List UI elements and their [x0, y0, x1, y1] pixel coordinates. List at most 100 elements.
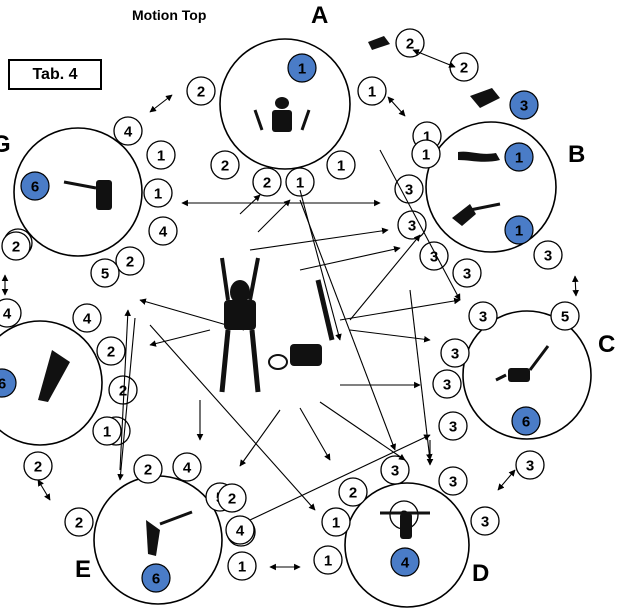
badge-extra-top-right: 3	[509, 90, 539, 120]
transition-arrow	[299, 407, 331, 461]
number-circle: 4	[72, 303, 102, 333]
badge-b-2-text: 1	[515, 223, 523, 240]
number-circle-text: 3	[479, 309, 487, 326]
number-circle-text: 1	[157, 148, 165, 165]
number-circle: 1	[92, 416, 122, 446]
number-circle: 3	[380, 455, 410, 485]
number-circle-text: 3	[405, 182, 413, 199]
badge-g: 6	[20, 171, 50, 201]
transition-arrow	[257, 199, 291, 233]
number-circle-text: 1	[238, 559, 246, 576]
badge-e: 6	[141, 563, 171, 593]
number-circle: 1	[357, 76, 387, 106]
number-circle: 2	[210, 150, 240, 180]
number-circle: 1	[313, 545, 343, 575]
figure-station-c	[495, 345, 550, 382]
station-circle-d	[344, 482, 470, 608]
badge-d: 4	[390, 547, 420, 577]
number-circle: 2	[252, 167, 282, 197]
number-circle: 2	[133, 454, 163, 484]
badge-a-text: 1	[298, 61, 306, 78]
transition-arrow	[339, 297, 461, 321]
diagram-title: Motion Top	[132, 7, 206, 23]
number-circle-text: 2	[119, 383, 127, 400]
number-circle: 2	[338, 477, 368, 507]
figure-center-standing	[219, 257, 261, 393]
number-circle: 2	[108, 375, 138, 405]
number-circle-text: 4	[83, 311, 92, 328]
number-circle-text: 4	[236, 523, 245, 540]
number-circle-text: 3	[449, 474, 457, 491]
transition-arrow	[412, 49, 456, 68]
number-circle: 3	[432, 369, 462, 399]
station-label-c: C	[598, 331, 615, 358]
number-circle: 4	[0, 298, 22, 328]
figure-station-a	[253, 97, 311, 132]
transition-arrow	[117, 317, 136, 481]
station-label-e: E	[75, 556, 91, 583]
transition-arrow	[572, 275, 579, 297]
transition-arrow	[299, 246, 401, 271]
station-label-g: G	[0, 131, 11, 158]
transition-arrow	[249, 434, 431, 521]
number-circle-text: 3	[481, 514, 489, 531]
number-circle-text: 2	[406, 36, 414, 53]
station-circle-b	[425, 121, 557, 253]
number-circle: 3	[419, 241, 449, 271]
transition-arrow	[387, 96, 406, 117]
figure-center-inverted	[268, 279, 335, 370]
number-circle: 4	[225, 515, 255, 545]
figure-station-e	[146, 510, 193, 556]
station-circle-c	[462, 310, 592, 440]
transition-arrow	[119, 309, 131, 471]
figure-station-d	[380, 511, 430, 539]
station-circle-f	[0, 320, 103, 446]
badge-a: 1	[287, 53, 317, 83]
number-circle-text: 1	[337, 158, 345, 175]
transition-arrow	[349, 329, 431, 343]
figure-station-g	[63, 180, 112, 210]
number-circle: 3	[515, 450, 545, 480]
number-circle-text: 2	[34, 459, 42, 476]
badge-f: 6	[0, 368, 17, 398]
number-circle-text: 1	[368, 84, 376, 101]
number-circle: 3	[438, 466, 468, 496]
badge-g-text: 6	[31, 179, 39, 196]
number-circle-text: 2	[197, 84, 205, 101]
number-circle-text: 1	[324, 553, 332, 570]
number-circle-text: 2	[75, 515, 83, 532]
number-circle: 4	[148, 216, 178, 246]
number-circle: 3	[397, 210, 427, 240]
number-circle: 4	[113, 116, 143, 146]
badge-b-1: 1	[504, 142, 534, 172]
transition-arrow	[319, 401, 406, 461]
badge-d-text: 4	[401, 555, 410, 572]
number-circle: 2	[186, 76, 216, 106]
transition-arrow	[349, 234, 421, 321]
badge-b-2: 1	[504, 215, 534, 245]
number-circle-text: 2	[460, 60, 468, 77]
number-circle-text: 2	[221, 158, 229, 175]
number-circle-text: 1	[103, 424, 111, 441]
transition-arrow	[239, 409, 281, 467]
transition-arrow	[149, 324, 316, 511]
transition-arrow	[37, 479, 51, 501]
number-circle-text: 3	[463, 266, 471, 283]
number-circle-text: 1	[296, 175, 304, 192]
number-circle: 2	[64, 507, 94, 537]
tab-label: Tab. 4	[8, 59, 102, 90]
figure-top-right	[368, 36, 500, 108]
station-circle-a	[219, 38, 351, 170]
number-circle-text: 3	[544, 248, 552, 265]
figure-station-b-top	[458, 151, 500, 162]
transition-arrow	[239, 194, 261, 215]
figure-station-f	[38, 350, 70, 402]
number-circle: 2	[23, 451, 53, 481]
number-circle: 2	[1, 231, 31, 261]
badge-c: 6	[511, 406, 541, 436]
number-circle-text: 1	[423, 129, 431, 146]
number-circle-text: 3	[526, 458, 534, 475]
number-circle-text: 2	[126, 254, 134, 271]
transition-arrow	[409, 289, 433, 461]
